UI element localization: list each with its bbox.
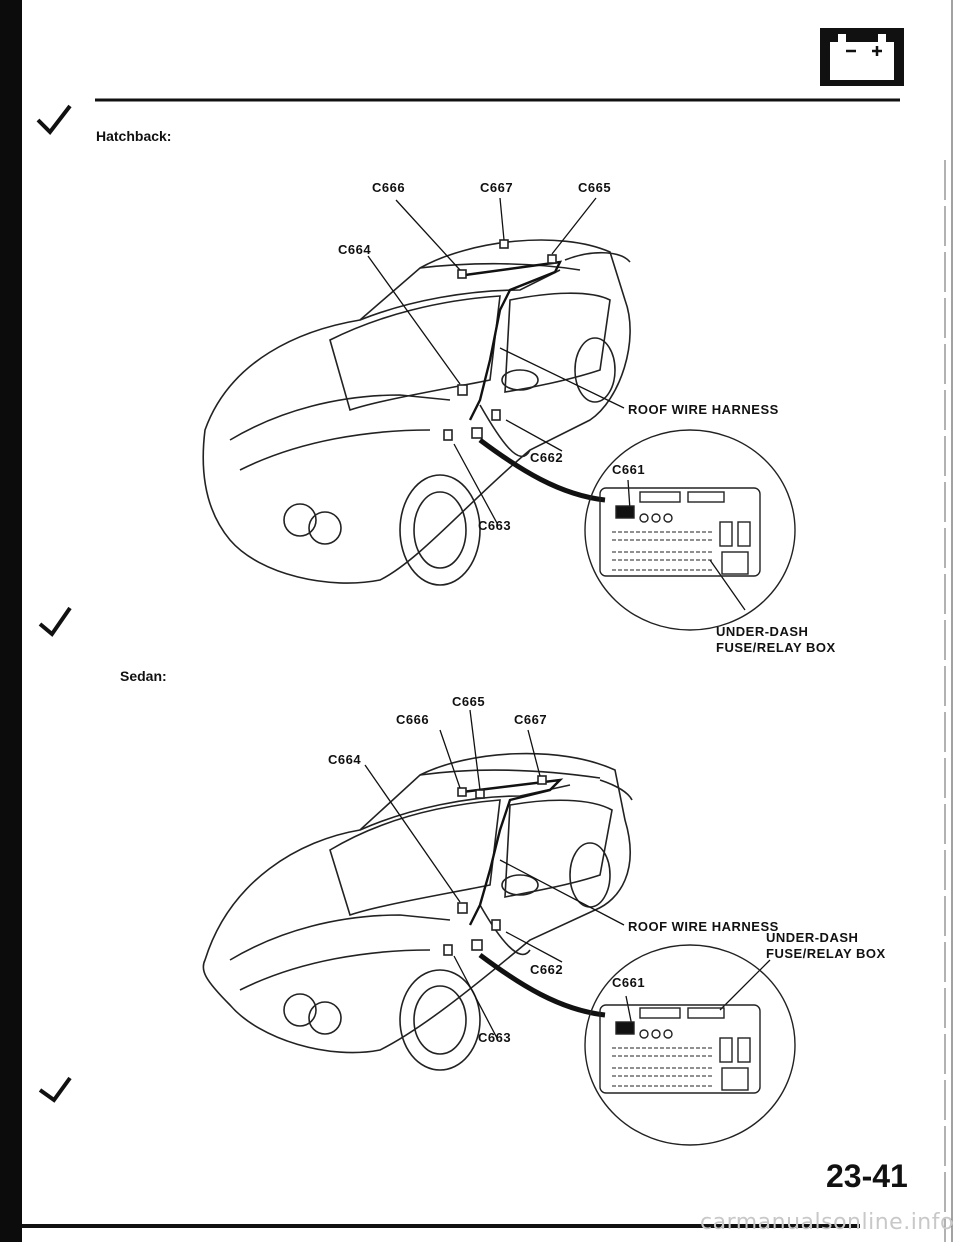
- sedan-connector-c661: C661: [612, 975, 646, 990]
- hatchback-roof-harness-label: ROOF WIRE HARNESS: [628, 402, 779, 417]
- hatchback-harness-feed: [478, 437, 606, 503]
- sedan-car-illustration: [202, 752, 633, 1071]
- hatchback-connector-c663: C663: [478, 518, 512, 533]
- sedan-connector-c663: C663: [478, 1030, 512, 1045]
- hatchback-leader-lines: [367, 197, 746, 611]
- hatchback-connector-c664: C664: [338, 242, 372, 257]
- hatchback-connector-c665: C665: [578, 180, 612, 195]
- hatchback-fuse-box-label-1: UNDER-DASH: [716, 624, 809, 639]
- watermark: carmanualsonline.info: [700, 1210, 954, 1235]
- sedan-title: Sedan:: [120, 668, 167, 684]
- hatchback-connector-c666: C666: [372, 180, 406, 195]
- hatchback-title: Hatchback:: [96, 128, 172, 144]
- sedan-fuse-box-label-2: FUSE/RELAY BOX: [766, 946, 886, 961]
- hatchback-fuse-box-detail: [584, 429, 796, 631]
- hatchback-connector-c661: C661: [612, 462, 646, 477]
- sedan-connector-c664: C664: [328, 752, 362, 767]
- check-mark: [36, 104, 72, 136]
- page-number: 23-41: [826, 1158, 908, 1194]
- sedan-connector-c665: C665: [452, 694, 486, 709]
- sedan-roof-harness-label: ROOF WIRE HARNESS: [628, 919, 779, 934]
- sedan-fuse-box-label-1: UNDER-DASH: [766, 930, 859, 945]
- sedan-connector-c662: C662: [530, 962, 564, 977]
- sedan-connector-c667: C667: [514, 712, 548, 727]
- hatchback-connector-c662: C662: [530, 450, 564, 465]
- battery-icon: [820, 28, 904, 86]
- sedan-fuse-box-detail: [584, 944, 796, 1146]
- check-mark: [38, 606, 72, 637]
- hatchback-fuse-box-label-2: FUSE/RELAY BOX: [716, 640, 836, 655]
- hatchback-connector-c667: C667: [480, 180, 514, 195]
- sedan-connector-c666: C666: [396, 712, 430, 727]
- sedan-leader-lines: [364, 709, 771, 1041]
- hatchback-car-illustration: [202, 239, 631, 586]
- check-mark: [38, 1076, 72, 1103]
- scan-edge-left: [0, 0, 22, 1242]
